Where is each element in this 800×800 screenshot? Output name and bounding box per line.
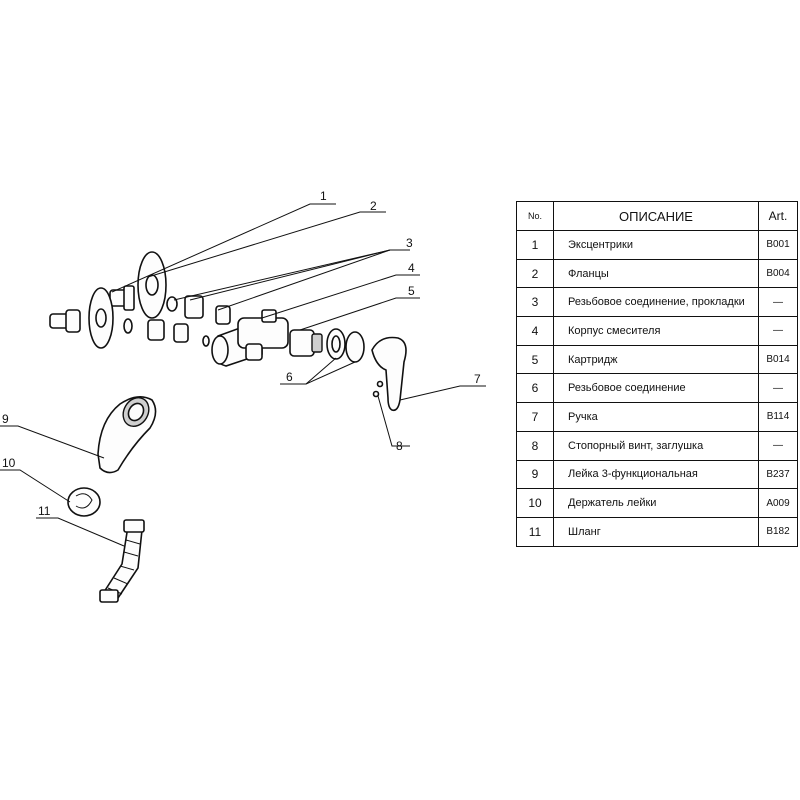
row-no: 1 (516, 230, 554, 260)
table-row: 2 Фланцы B004 (516, 258, 798, 289)
table-row: 1 Эксцентрики B001 (516, 230, 798, 260)
row-art: B001 (758, 230, 798, 260)
row-no: 7 (516, 402, 554, 432)
row-description: Корпус смесителя (553, 316, 759, 346)
row-description: Фланцы (553, 258, 759, 289)
part-hose (99, 519, 145, 603)
row-description: Картридж (553, 344, 759, 375)
row-no: 5 (516, 344, 554, 375)
callout-3: 3 (406, 236, 413, 250)
part-mixer-body (211, 309, 289, 367)
header-description: ОПИСАНИЕ (553, 201, 759, 231)
row-no: 2 (516, 258, 554, 289)
row-no: 10 (516, 488, 554, 518)
part-handle (371, 336, 407, 412)
callout-8: 8 (396, 439, 403, 453)
row-art: — (758, 287, 798, 318)
row-no: 4 (516, 316, 554, 346)
row-no: 11 (516, 516, 554, 547)
row-description: Резьбовое соединение, прокладки (553, 287, 759, 318)
row-art: B014 (758, 344, 798, 375)
callout-7: 7 (474, 372, 481, 386)
part-eccentrics (49, 285, 135, 333)
part-shower-head (97, 396, 157, 474)
table-row: 7 Ручка B114 (516, 402, 798, 432)
parts-table: No. ОПИСАНИЕ Art. 1 Эксцентрики B001 2 Ф… (516, 201, 798, 547)
callout-11: 11 (38, 504, 51, 518)
callout-6: 6 (286, 370, 293, 384)
row-description: Лейка 3-функциональная (553, 459, 759, 490)
part-shower-head-holder (67, 487, 101, 517)
callout-9: 9 (2, 412, 9, 426)
table-row: 10 Держатель лейки A009 (516, 488, 798, 518)
part-threaded-connection (326, 328, 365, 363)
callout-1: 1 (320, 189, 327, 203)
header-no: No. (516, 201, 554, 231)
callout-4: 4 (408, 261, 415, 275)
row-description: Ручка (553, 402, 759, 432)
table-row: 8 Стопорный винт, заглушка — (516, 430, 798, 461)
row-art: — (758, 316, 798, 346)
parts-table-header: No. ОПИСАНИЕ Art. (516, 201, 798, 231)
callout-2: 2 (370, 199, 377, 213)
table-row: 5 Картридж B014 (516, 344, 798, 375)
row-art: B237 (758, 459, 798, 490)
row-art: B182 (758, 516, 798, 547)
part-set-screw-cap (372, 380, 384, 398)
row-no: 9 (516, 459, 554, 490)
callout-5: 5 (408, 284, 415, 298)
leader-lines (0, 203, 486, 547)
row-art: B004 (758, 258, 798, 289)
row-description: Держатель лейки (553, 488, 759, 518)
table-row: 6 Резьбовое соединение — (516, 373, 798, 404)
table-row: 11 Шланг B182 (516, 516, 798, 547)
row-description: Стопорный винт, заглушка (553, 430, 759, 461)
row-description: Шланг (553, 516, 759, 547)
row-art: — (758, 373, 798, 404)
row-art: — (758, 430, 798, 461)
row-art: B114 (758, 402, 798, 432)
row-no: 8 (516, 430, 554, 461)
row-no: 3 (516, 287, 554, 318)
row-art: A009 (758, 488, 798, 518)
part-flanges (88, 251, 167, 349)
row-no: 6 (516, 373, 554, 404)
table-row: 4 Корпус смесителя — (516, 316, 798, 346)
row-description: Эксцентрики (553, 230, 759, 260)
part-cartridge (289, 329, 323, 357)
part-threaded-connections-gaskets (123, 295, 231, 347)
exploded-parts-diagram: 1 2 3 4 5 6 7 8 9 10 11 (0, 189, 486, 603)
table-row: 3 Резьбовое соединение, прокладки — (516, 287, 798, 318)
callout-10: 10 (2, 456, 16, 470)
row-description: Резьбовое соединение (553, 373, 759, 404)
header-art: Art. (758, 201, 798, 231)
table-row: 9 Лейка 3-функциональная B237 (516, 459, 798, 490)
